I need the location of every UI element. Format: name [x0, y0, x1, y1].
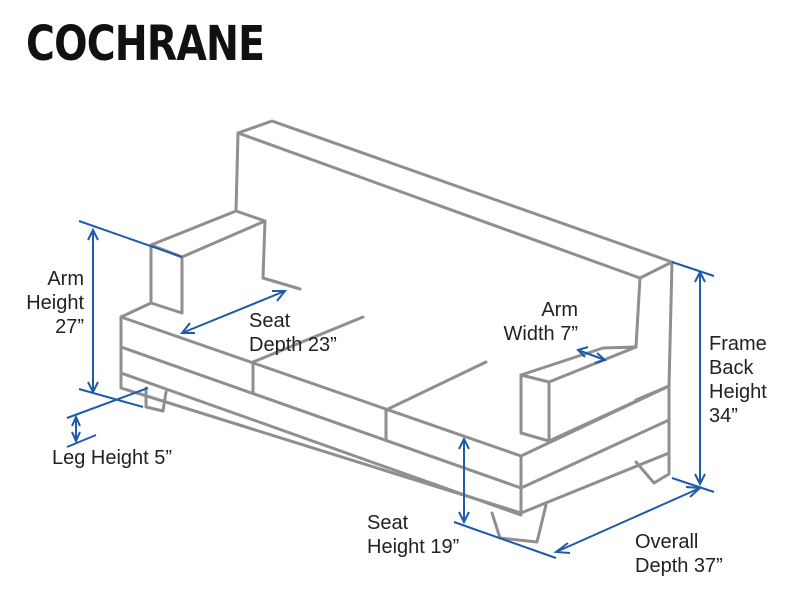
frame-height-extension-top — [671, 261, 715, 277]
sofa-outline — [119, 119, 674, 544]
seat-depth-line — [181, 290, 286, 334]
leg-height-arrow-top — [71, 414, 81, 427]
arm-height-arrow-top — [87, 227, 99, 241]
frame-back-height-label: Frame Back Height 34” — [709, 333, 767, 427]
arm-height-extension-top — [78, 220, 183, 258]
right-arm-top — [519, 345, 638, 384]
seat-depth-label: Seat Depth 23” — [249, 310, 337, 356]
leg-height-extension-bottom — [66, 434, 97, 448]
back-front-face — [234, 131, 642, 349]
arm-width-arrow-end — [594, 352, 608, 364]
front-bottom-edge — [119, 386, 523, 515]
seat-cushion-divider-2 — [384, 360, 488, 412]
overall-depth-label: Overall Depth 37” — [635, 531, 723, 577]
arm-width-arrow-start — [576, 346, 589, 358]
seat-depth-arrow-start — [179, 322, 195, 334]
leg-height-arrow-bottom — [71, 431, 81, 444]
seat-height-extension-bottom — [453, 521, 557, 559]
seat-height-arrow-bottom — [458, 511, 470, 525]
seat-height-arrow-top — [458, 436, 470, 450]
front-right-leg — [490, 503, 548, 544]
frame-height-arrow-top — [694, 269, 706, 283]
left-arm-side — [261, 219, 267, 280]
leg-height-extension-top — [66, 387, 149, 419]
seat-depth-arrow-end — [272, 290, 288, 302]
right-side-band-1 — [519, 384, 671, 458]
arm-height-label: Arm Height 27” — [26, 268, 84, 338]
right-side-band-2 — [519, 418, 671, 490]
leg-height-label: Leg Height 5” — [52, 447, 173, 469]
product-title: COCHRANE — [26, 16, 265, 72]
arm-width-label: Arm Width 7” — [503, 299, 578, 345]
left-arm-front — [149, 243, 184, 315]
dimension-lines — [66, 220, 715, 559]
right-side-bottom — [519, 451, 671, 515]
back-right-face — [634, 260, 674, 402]
back-top-face — [236, 119, 674, 280]
left-arm-top — [149, 209, 267, 259]
right-arm-front — [519, 373, 551, 443]
seat-height-label: Seat Height 19” — [367, 512, 460, 558]
arm-width-line — [577, 349, 606, 361]
arm-height-extension-bottom — [78, 388, 144, 408]
seat-cushion-divider-1 — [251, 315, 365, 364]
overall-depth-arrow-end — [685, 486, 703, 498]
frame-height-arrow-bottom — [694, 473, 706, 487]
back-right-leg — [634, 451, 671, 485]
seat-back-edge — [261, 276, 302, 291]
seat-front-top-edge — [119, 315, 523, 458]
arm-height-arrow-bottom — [87, 381, 99, 395]
overall-depth-arrow-start — [553, 542, 571, 554]
overall-depth-line — [555, 487, 701, 553]
seat-left-edge — [119, 301, 153, 319]
front-band-1 — [119, 345, 523, 490]
frame-height-extension-bottom — [671, 477, 715, 493]
front-left-leg — [144, 386, 168, 413]
